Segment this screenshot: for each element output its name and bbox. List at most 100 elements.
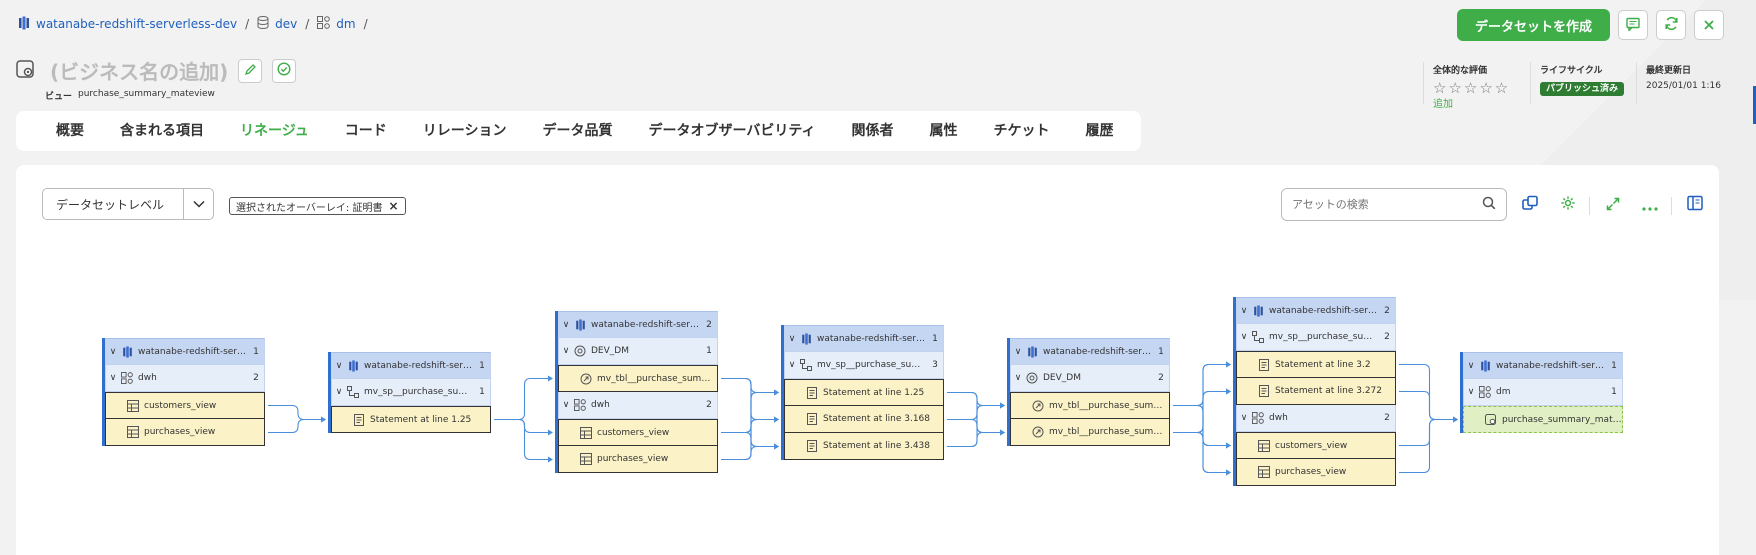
expand-tool-button[interactable] (1599, 191, 1627, 219)
node-item[interactable]: purchases_view (558, 446, 718, 473)
node-item[interactable]: customers_view (1236, 432, 1396, 459)
node-item[interactable]: purchases_view (105, 419, 265, 446)
lineage-node[interactable]: ∨watanabe-redshift-serverless-dev1∨DEV_D… (1007, 338, 1170, 446)
node-item-label: Statement at line 1.25 (370, 414, 472, 425)
node-item[interactable]: customers_view (105, 392, 265, 419)
chevron-down-icon[interactable]: ∨ (109, 346, 117, 357)
node-item[interactable]: Statement at line 3.272 (1236, 378, 1396, 405)
chevron-down-icon[interactable]: ∨ (335, 360, 343, 371)
asset-technical-name: purchase_summary_mateview (78, 89, 215, 99)
node-header[interactable]: ∨watanabe-redshift-serverless-dev1 (784, 325, 944, 352)
chevron-down-icon[interactable]: ∨ (562, 400, 570, 410)
refresh-button[interactable] (1656, 10, 1686, 40)
search-icon (1482, 196, 1496, 213)
tab-overview[interactable]: 概要 (56, 123, 84, 139)
tab-stakeholders[interactable]: 関係者 (851, 123, 894, 139)
lineage-node[interactable]: ∨watanabe-redshift-serverless-dev1∨mv_sp… (781, 325, 944, 460)
node-header[interactable]: ∨watanabe-redshift-serverless-dev2 (1236, 297, 1396, 324)
close-icon[interactable]: × (388, 199, 399, 213)
node-item[interactable]: Statement at line 1.25 (331, 406, 491, 433)
tab-attributes[interactable]: 属性 (929, 123, 958, 139)
node-header[interactable]: ∨watanabe-redshift-serverless-dev1 (1010, 338, 1170, 365)
chevron-down-icon[interactable]: ∨ (788, 333, 796, 344)
node-header[interactable]: ∨watanabe-redshift-serverless-dev1 (1463, 352, 1623, 379)
redshift-icon (346, 359, 360, 373)
asset-search-input[interactable] (1292, 198, 1482, 211)
toolbar-divider (1671, 197, 1672, 215)
chevron-down-icon[interactable]: ∨ (562, 346, 570, 356)
node-header[interactable]: ∨watanabe-redshift-serverless-dev2 (558, 311, 718, 338)
lifecycle-label: ライフサイクル (1540, 66, 1603, 76)
chevron-down-icon[interactable]: ∨ (1467, 387, 1475, 397)
chevron-down-icon[interactable]: ∨ (1014, 373, 1022, 383)
node-group[interactable]: ∨mv_sp__purchase_summary_mateview1 (331, 379, 491, 406)
node-group[interactable]: ∨mv_sp__purchase_summary_mateview2 (1236, 324, 1396, 351)
node-header[interactable]: ∨watanabe-redshift-serverless-dev1 (105, 338, 265, 365)
node-item[interactable]: Statement at line 1.25 (784, 379, 944, 406)
lineage-node[interactable]: ∨watanabe-redshift-serverless-dev1∨dm1pu… (1460, 352, 1623, 433)
node-item[interactable]: Statement at line 3.2 (1236, 351, 1396, 378)
node-item-label: Statement at line 3.2 (1275, 359, 1371, 370)
node-item[interactable]: Statement at line 3.168 (784, 406, 944, 433)
chevron-down-icon[interactable]: ∨ (335, 387, 343, 397)
node-header[interactable]: ∨watanabe-redshift-serverless-dev1 (331, 352, 491, 379)
chevron-down-icon[interactable]: ∨ (1014, 346, 1022, 357)
edge-scroll-indicator (1753, 86, 1756, 124)
lineage-node[interactable]: ∨watanabe-redshift-serverless-dev2∨mv_sp… (1233, 297, 1396, 486)
chevron-down-icon[interactable]: ∨ (1467, 360, 1475, 371)
tab-contained-items[interactable]: 含まれる項目 (120, 123, 204, 139)
lineage-node[interactable]: ∨watanabe-redshift-serverless-dev1∨mv_sp… (328, 352, 491, 433)
tab-data-observability[interactable]: データオブザーバビリティ (648, 123, 816, 139)
node-item[interactable]: customers_view (558, 419, 718, 446)
edit-title-button[interactable] (238, 58, 263, 83)
chevron-down-icon[interactable]: ∨ (1240, 413, 1248, 423)
close-button[interactable] (1694, 10, 1724, 40)
side-panel-tool-button[interactable] (1681, 191, 1709, 219)
node-group[interactable]: ∨mv_sp__purchase_summary_mateview3 (784, 352, 944, 379)
chevron-down-icon[interactable]: ∨ (109, 373, 117, 383)
tab-history[interactable]: 履歴 (1085, 123, 1114, 139)
pencil-icon (244, 61, 257, 80)
comment-button[interactable] (1618, 10, 1648, 40)
certify-button[interactable] (272, 58, 297, 83)
node-item[interactable]: mv_tbl__purchase_summary_mateview (1010, 419, 1170, 446)
tab-relations[interactable]: リレーション (422, 123, 507, 139)
node-item[interactable]: purchases_view (1236, 459, 1396, 486)
create-dataset-button[interactable]: データセットを作成 (1456, 9, 1610, 41)
node-item[interactable]: mv_tbl__purchase_summary_mateview (1010, 392, 1170, 419)
procedure-icon (1251, 330, 1265, 344)
chevron-down-icon[interactable]: ∨ (1240, 305, 1248, 316)
chevron-down-icon[interactable]: ∨ (788, 360, 796, 370)
chevron-down-icon[interactable]: ∨ (1240, 332, 1248, 342)
rating-add-link[interactable]: 追加 (1433, 99, 1453, 110)
node-header-label: watanabe-redshift-serverless-dev (591, 319, 701, 330)
chevron-down-icon[interactable]: ∨ (562, 319, 570, 330)
node-item[interactable]: purchase_summary_mateview (1463, 406, 1623, 433)
copy-tool-button[interactable] (1516, 191, 1544, 219)
tab-lineage[interactable]: リネージュ (240, 123, 309, 139)
breadcrumb-item-server[interactable]: watanabe-redshift-serverless-dev (36, 17, 238, 31)
tab-tickets[interactable]: チケット (993, 123, 1050, 139)
lineage-node[interactable]: ∨watanabe-redshift-serverless-dev1∨dwh2c… (102, 338, 265, 446)
gear-icon (1560, 195, 1576, 215)
lineage-level-select[interactable]: データセットレベル (42, 188, 214, 220)
settings-tool-button[interactable] (1554, 191, 1582, 219)
rating-stars[interactable]: ☆☆☆☆☆ (1433, 79, 1511, 97)
breadcrumb-item-schema[interactable]: dm (336, 17, 356, 31)
node-item[interactable]: Statement at line 3.438 (784, 433, 944, 460)
page-title: (ビジネス名の追加) (50, 60, 229, 84)
tab-data-quality[interactable]: データ品質 (542, 123, 613, 139)
toolbar-divider (1589, 197, 1590, 215)
tab-code[interactable]: コード (344, 123, 387, 139)
breadcrumb-item-database[interactable]: dev (275, 17, 298, 31)
node-item[interactable]: mv_tbl__purchase_summary_mateview (558, 365, 718, 392)
link-icon (1031, 399, 1045, 413)
lineage-node[interactable]: ∨watanabe-redshift-serverless-dev2∨DEV_D… (555, 311, 718, 473)
more-tool-button[interactable] (1636, 191, 1664, 219)
